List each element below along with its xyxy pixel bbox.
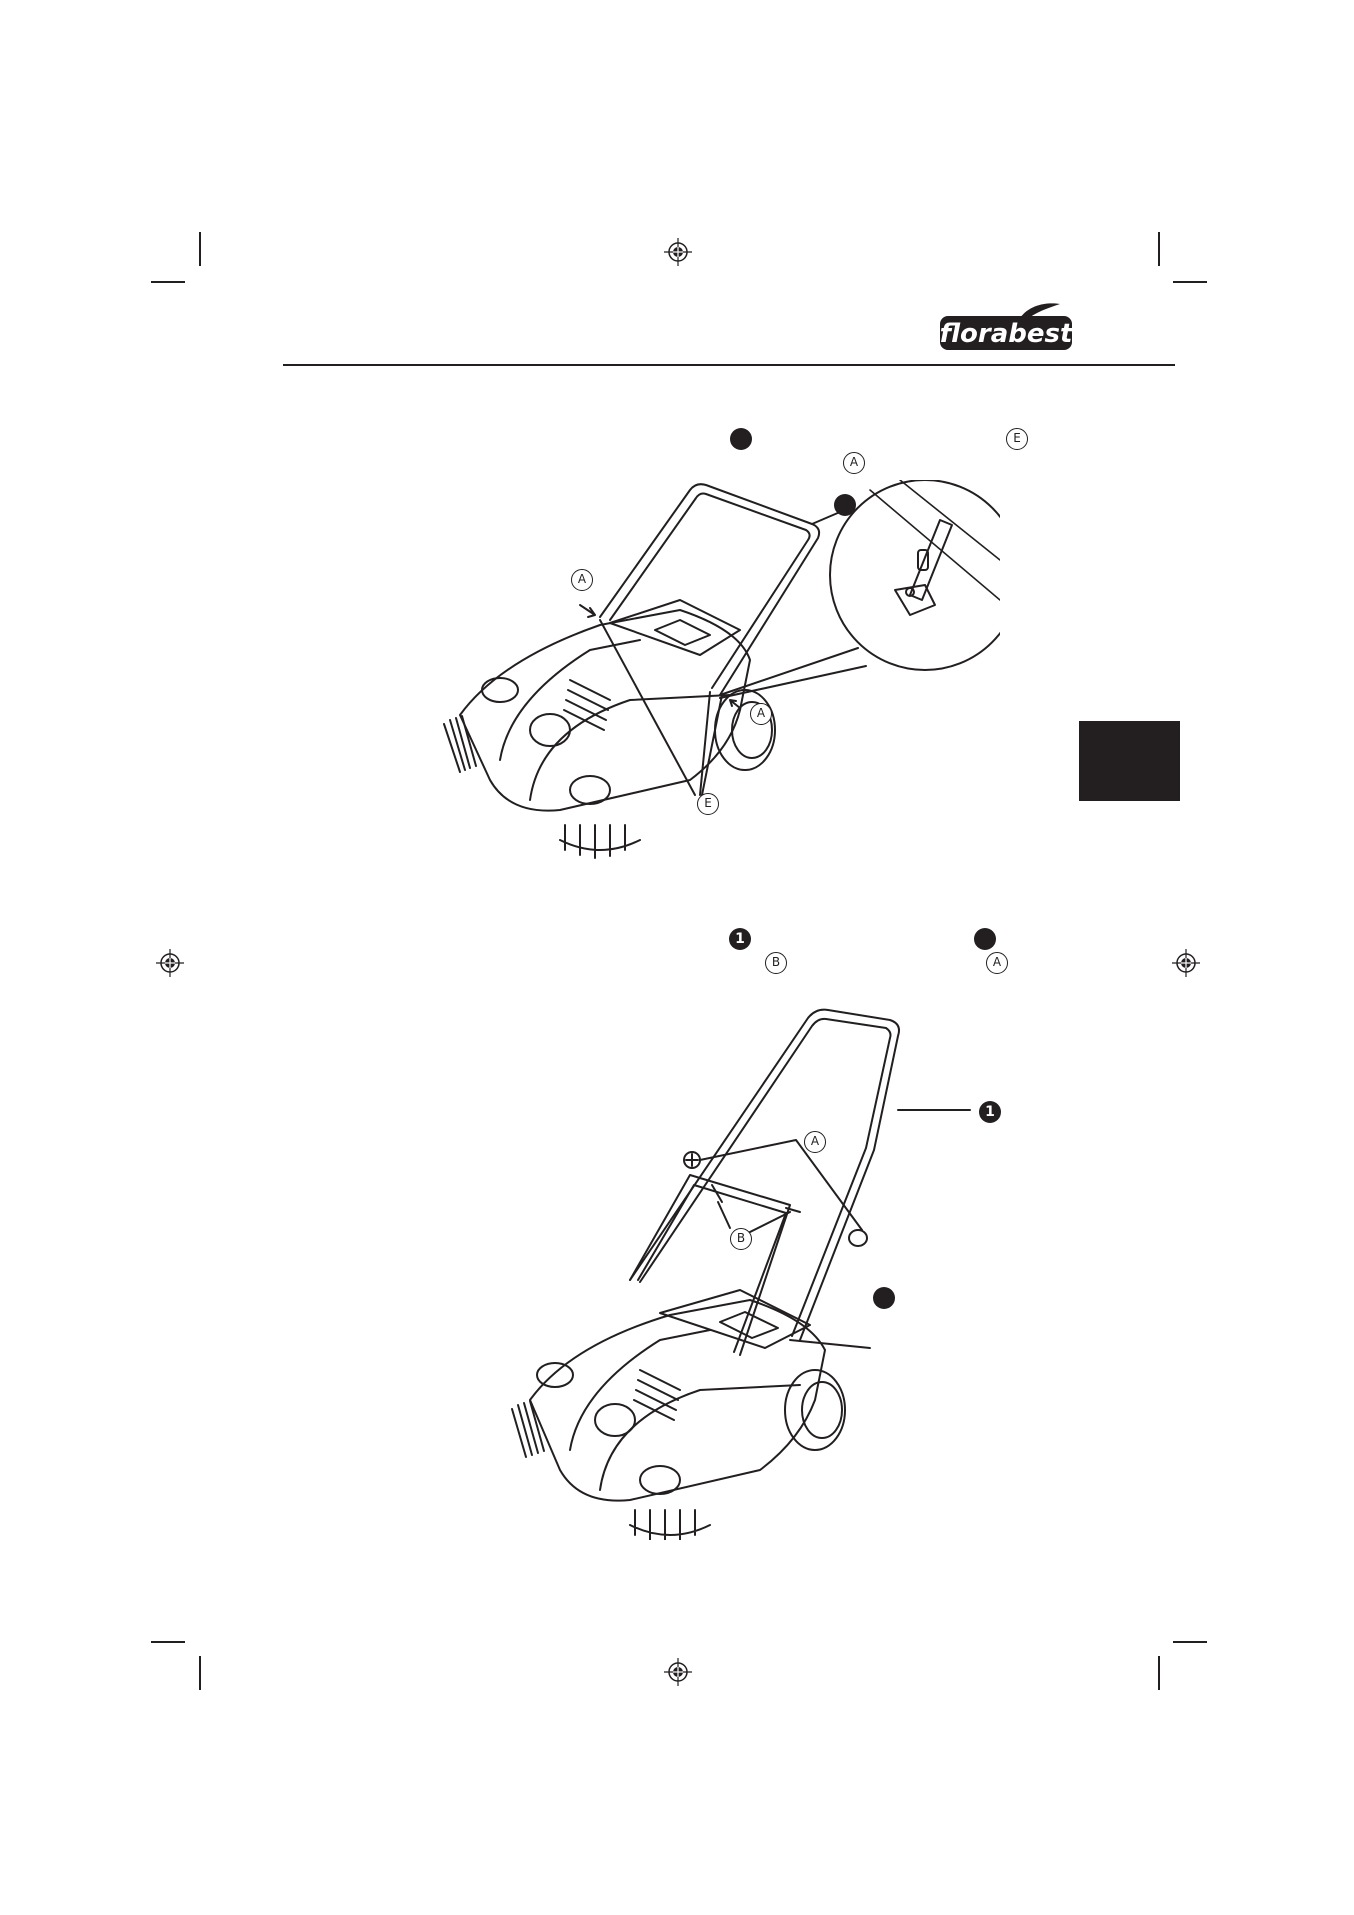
callout-filled xyxy=(974,928,996,950)
callout-handle-number xyxy=(834,494,856,516)
figure-2-sweeper-handle-assembly xyxy=(511,1008,971,1540)
callout-b-parts: B xyxy=(730,1228,752,1250)
crop-mark xyxy=(1173,1641,1207,1643)
registration-mark-icon xyxy=(156,949,184,977)
crop-mark xyxy=(151,1641,185,1643)
crop-mark xyxy=(1158,232,1160,266)
florabest-leaf-icon xyxy=(1020,303,1060,320)
registration-mark-icon xyxy=(664,238,692,266)
callout-e: E xyxy=(1006,428,1028,450)
registration-mark-icon xyxy=(1172,949,1200,977)
callout-frame-number xyxy=(873,1287,895,1309)
callout-a-left: A xyxy=(571,569,593,591)
crop-mark xyxy=(1158,1656,1160,1690)
callout-a-parts: A xyxy=(804,1131,826,1153)
crop-mark xyxy=(199,232,201,266)
header-rule xyxy=(283,364,1175,366)
callout-a-right: A xyxy=(750,703,772,725)
figure-1-sweeper-handle-mount xyxy=(443,480,1000,859)
language-tab xyxy=(1079,721,1180,801)
crop-mark xyxy=(199,1656,201,1690)
callout-a: A xyxy=(843,452,865,474)
crop-mark xyxy=(151,281,185,283)
florabest-logo: florabest xyxy=(940,303,1074,350)
callout-e-bottom: E xyxy=(697,793,719,815)
callout-b: B xyxy=(765,952,787,974)
callout-filled xyxy=(730,428,752,450)
callout-handle-1: 1 xyxy=(979,1101,1001,1123)
registration-mark-icon xyxy=(664,1658,692,1686)
callout-1: 1 xyxy=(729,928,751,950)
logo-text: florabest xyxy=(940,319,1074,349)
crop-mark xyxy=(1173,281,1207,283)
callout-a: A xyxy=(986,952,1008,974)
